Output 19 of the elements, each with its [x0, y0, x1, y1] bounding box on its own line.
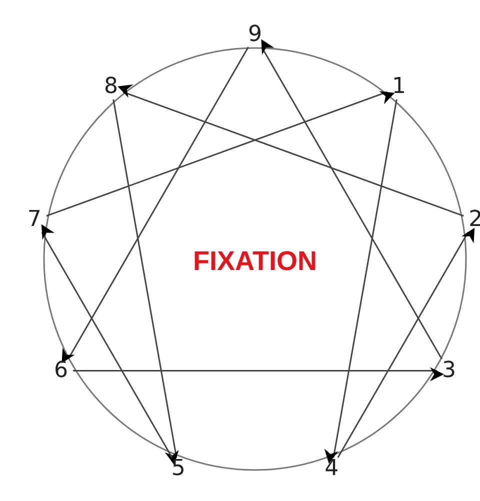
point-number: 9 — [243, 23, 267, 47]
point-number: 8 — [99, 75, 123, 100]
point-number: 2 — [464, 208, 480, 232]
arrow — [261, 39, 442, 360]
arrow — [73, 367, 444, 382]
arrow — [337, 228, 475, 458]
arrow — [112, 99, 179, 465]
point-number: 7 — [22, 208, 46, 232]
arrow — [41, 224, 173, 458]
arrow — [324, 99, 398, 464]
center-label: FIXATION — [192, 248, 318, 275]
point-number: 1 — [386, 75, 411, 100]
point-number: 5 — [166, 457, 190, 482]
point-number: 6 — [49, 359, 73, 383]
arrow — [118, 84, 464, 217]
arrow — [46, 91, 395, 217]
arrow — [62, 46, 249, 364]
point-number: 4 — [320, 457, 344, 482]
point-number: 3 — [436, 359, 461, 383]
